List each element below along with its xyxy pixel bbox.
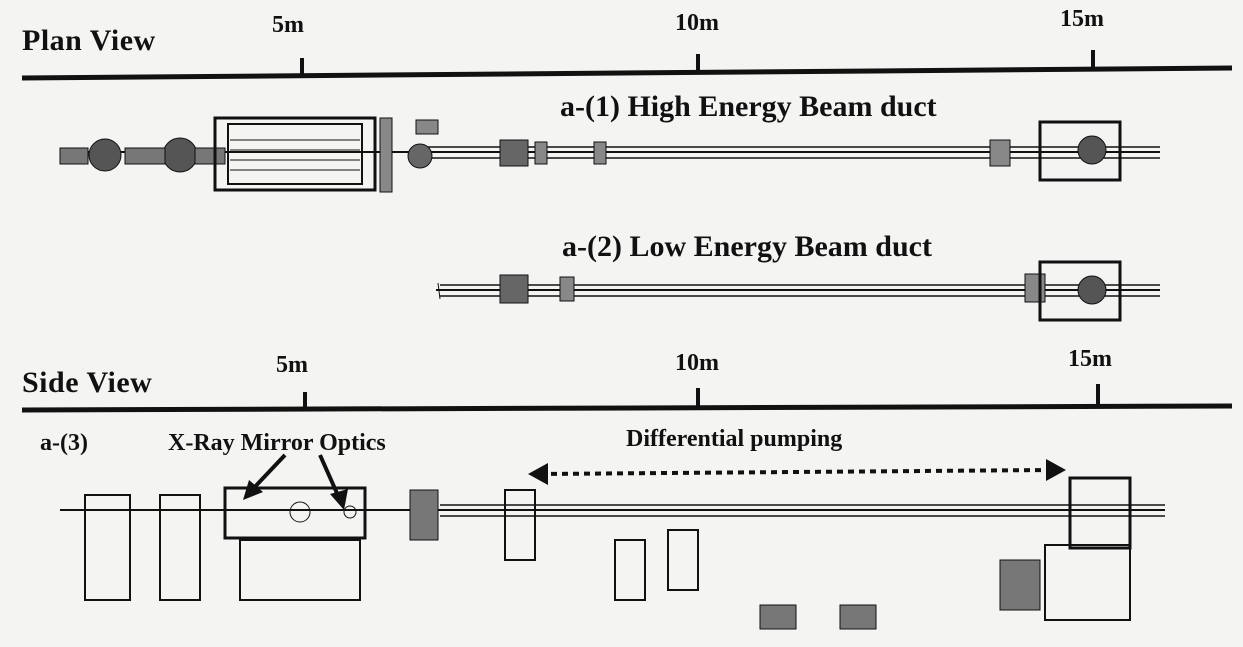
plan-tick-5m: 5m xyxy=(272,12,304,38)
side-tick-5m: 5m xyxy=(276,352,308,378)
mirror-optics-label: X-Ray Mirror Optics xyxy=(168,430,386,456)
high-energy-duct-label: a-(1) High Energy Beam duct xyxy=(560,90,937,123)
plan-tick-15m: 15m xyxy=(1060,6,1104,32)
side-tick-15m: 15m xyxy=(1068,346,1112,372)
low-energy-duct-label: a-(2) Low Energy Beam duct xyxy=(562,230,932,263)
low-energy-duct-drawing xyxy=(436,260,1160,322)
side-view-title: Side View xyxy=(22,366,153,399)
mirror-arrows xyxy=(243,453,348,510)
scale-bar-side xyxy=(21,384,1233,413)
side-panel-label: a-(3) xyxy=(40,430,88,456)
side-tick-10m: 10m xyxy=(675,350,719,376)
plan-tick-10m: 10m xyxy=(675,10,719,36)
scale-bar-plan xyxy=(21,50,1233,81)
differential-pumping-label: Differential pumping xyxy=(626,426,843,452)
high-energy-duct-drawing xyxy=(59,116,1160,193)
side-view-drawing xyxy=(60,476,1165,630)
plan-view-title: Plan View xyxy=(22,24,156,57)
pumping-arrow xyxy=(528,459,1066,485)
